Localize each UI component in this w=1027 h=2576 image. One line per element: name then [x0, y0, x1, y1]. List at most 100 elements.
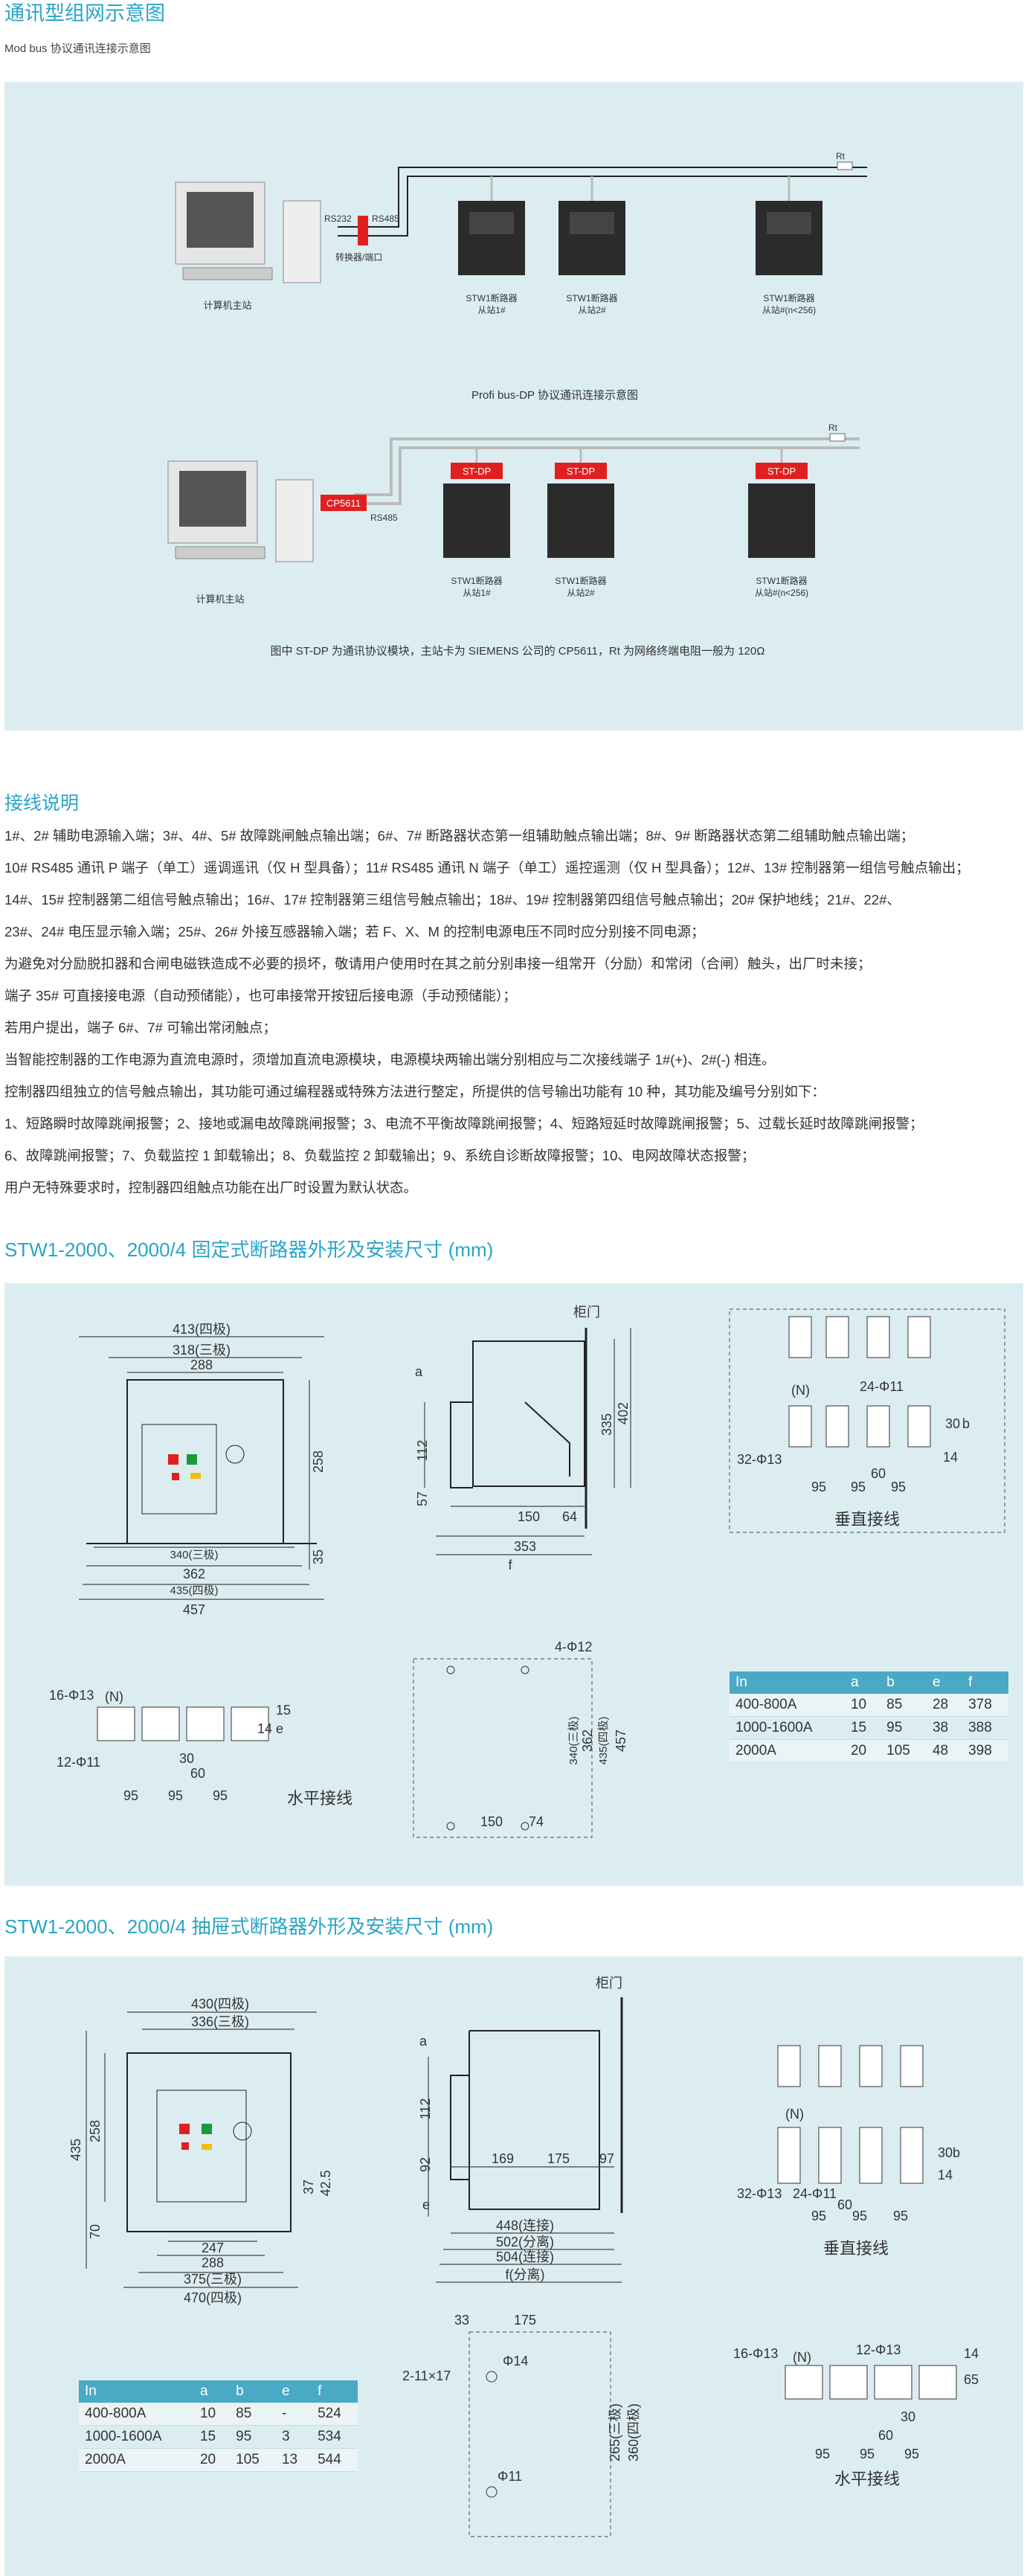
wiring-line: 为避免对分励脱扣器和合闸电磁铁造成不必要的损坏，敬请用户使用时在其之前分别串接一… [4, 956, 872, 971]
network-title: 通讯型组网示意图 [4, 2, 165, 25]
dim-362: 362 [183, 1567, 205, 1581]
cell: 20 [193, 2448, 231, 2472]
cell: 2000A [79, 2448, 194, 2472]
do-horiz-n: (N) [793, 2350, 811, 2365]
do-horiz-12: 12-Φ13 [856, 2342, 901, 2357]
converter-label: 转换器/端口 [335, 251, 382, 263]
breaker-n [756, 201, 822, 275]
dim-457: 457 [183, 1602, 205, 1617]
drawout-side-view: 柜门 a 112 92 e 169 175 97 448(连接) 502(分离)… [418, 1976, 623, 2283]
do-dim-375: 375(三极) [184, 2272, 242, 2287]
do-horiz-95b: 95 [860, 2447, 875, 2461]
table-row: 1000-1600A 15 95 3 534 [79, 2425, 358, 2449]
fixed-panel: 413(四极) 318(三极) 288 258 35 340(三极) 362 4… [4, 1283, 1023, 1886]
vert-b: b [962, 1416, 970, 1431]
dim-288: 288 [190, 1358, 213, 1372]
wiring-line: 6、故障跳闸报警；7、负载监控 1 卸载输出；8、负载监控 2 卸载输出；9、系… [4, 1148, 756, 1163]
breaker-n-label: STW1断路器 [763, 292, 814, 303]
fixed-drawings: 413(四极) 318(三极) 288 258 35 340(三极) 362 4… [49, 1305, 1005, 1838]
wiring-line: 若用户提出，端子 6#、7# 可输出常闭触点； [4, 1020, 277, 1035]
col-a: a [193, 2380, 231, 2403]
fixed-front-view: 413(四极) 318(三极) 288 258 35 340(三极) 362 4… [79, 1322, 326, 1617]
do-dim-175: 175 [547, 2151, 570, 2166]
table-row: 2000A 20 105 48 398 [730, 1739, 1008, 1763]
col-b: b [230, 2380, 276, 2403]
cell: 95 [880, 1716, 927, 1740]
dim-57: 57 [415, 1491, 430, 1506]
wiring-line: 23#、24# 电压显示输入端；25#、26# 外接互感器输入端；若 F、X、M… [4, 924, 705, 939]
breaker-1-label: STW1断路器 [466, 292, 517, 303]
vert-32-holes: 32-Φ13 [737, 1452, 782, 1467]
network-diagram: Rt 计算机主站 RS232 RS485 转换器/端口 STW1断路器 从站1# [167, 151, 867, 658]
rs485-label: RS485 [372, 213, 399, 224]
drawout-front-view: 430(四极) 336(三极) 435 258 70 37 42.5 247 2… [68, 1997, 333, 2305]
dp-slave-1-label: 从站1# [463, 588, 491, 598]
do-mount-33: 33 [454, 2313, 469, 2328]
dp-breaker-2-label: STW1断路器 [555, 575, 606, 586]
slave-1-label: 从站1# [477, 305, 506, 315]
mount-435: 435(四极) [597, 1716, 610, 1764]
drawout-panel: 430(四极) 336(三极) 435 258 70 37 42.5 247 2… [4, 1956, 1023, 2576]
cell: 524 [312, 2403, 358, 2426]
vert-60: 60 [871, 1466, 886, 1481]
do-dim-a: a [419, 2034, 428, 2049]
cell: 13 [275, 2448, 312, 2472]
col-b: b [880, 1671, 927, 1694]
table-row: 400-800A 10 85 28 378 [730, 1694, 1008, 1717]
st-dp-1: ST-DP [463, 466, 491, 477]
fixed-horizontal-wiring: 16-Φ13 (N) 12-Φ11 95 95 95 60 30 15 14 e… [49, 1688, 352, 1808]
cell: 85 [230, 2403, 276, 2426]
cell: 398 [962, 1739, 1008, 1763]
fixed-mount-view: 4-Φ12 340(三极) 362 435(四极) 457 150 74 [413, 1639, 628, 1838]
cabinet-door-label: 柜门 [573, 1305, 600, 1320]
horiz-16-holes: 16-Φ13 [49, 1688, 94, 1703]
cell: 85 [880, 1694, 927, 1717]
cell: 388 [962, 1716, 1008, 1740]
do-dim-435: 435 [68, 2139, 83, 2161]
dim-a-side: a [415, 1364, 423, 1379]
cell: 28 [926, 1694, 963, 1717]
vert-95b: 95 [851, 1480, 866, 1494]
mount-362: 362 [580, 1729, 595, 1752]
cell: 400-800A [730, 1694, 845, 1717]
pc-label-1: 计算机主站 [203, 300, 251, 311]
cell: 378 [962, 1694, 1008, 1717]
pc-label-2: 计算机主站 [196, 594, 244, 605]
do-dim-502: 502(分离) [496, 2235, 554, 2249]
cp5611-label: CP5611 [326, 498, 361, 509]
profibus-network: Rt 计算机主站 CP5611 RS485 S [167, 423, 860, 605]
horiz-n-label: (N) [105, 1689, 123, 1704]
do-dim-169: 169 [492, 2151, 514, 2166]
do-horiz-16: 16-Φ13 [733, 2346, 778, 2361]
cell: 1000-1600A [79, 2425, 194, 2449]
drawout-drawings: 430(四极) 336(三极) 435 258 70 37 42.5 247 2… [68, 1976, 979, 2537]
breaker-2-label: STW1断路器 [566, 292, 617, 303]
cell: 534 [312, 2425, 358, 2449]
pc-2 [167, 460, 314, 562]
cell: 15 [844, 1716, 881, 1740]
dim-150-side: 150 [518, 1509, 540, 1524]
cell: 95 [230, 2425, 276, 2449]
rs232-label: RS232 [324, 213, 352, 224]
slave-n-label: 从站#(n<256) [762, 305, 816, 315]
horiz-95a: 95 [123, 1788, 138, 1803]
dim-413: 413(四极) [173, 1322, 231, 1337]
dim-f-side: f [508, 1558, 512, 1573]
network-panel: Rt 计算机主站 RS232 RS485 转换器/端口 STW1断路器 从站1# [4, 82, 1023, 730]
vert-label: 垂直接线 [834, 1510, 900, 1529]
cell: 10 [844, 1694, 881, 1717]
do-dim-336: 336(三极) [191, 2014, 249, 2029]
cell: 48 [926, 1739, 963, 1763]
do-horiz-14: 14 [964, 2346, 979, 2361]
dim-112: 112 [415, 1440, 430, 1462]
horiz-95b: 95 [168, 1788, 183, 1803]
rs485-label-2: RS485 [370, 513, 398, 523]
col-f: f [312, 2380, 358, 2403]
col-f: f [962, 1671, 1008, 1694]
dim-435: 435(四极) [170, 1584, 218, 1597]
dim-335: 335 [599, 1413, 614, 1436]
fixed-vertical-wiring: (N) 24-Φ11 32-Φ13 95 95 95 60 30 b 14 垂直… [729, 1308, 1005, 1533]
do-dim-430: 430(四极) [191, 1997, 249, 2011]
cell: 20 [844, 1739, 881, 1763]
wiring-line: 14#、15# 控制器第二组信号触点输出；16#、17# 控制器第三组信号触点输… [4, 892, 901, 908]
